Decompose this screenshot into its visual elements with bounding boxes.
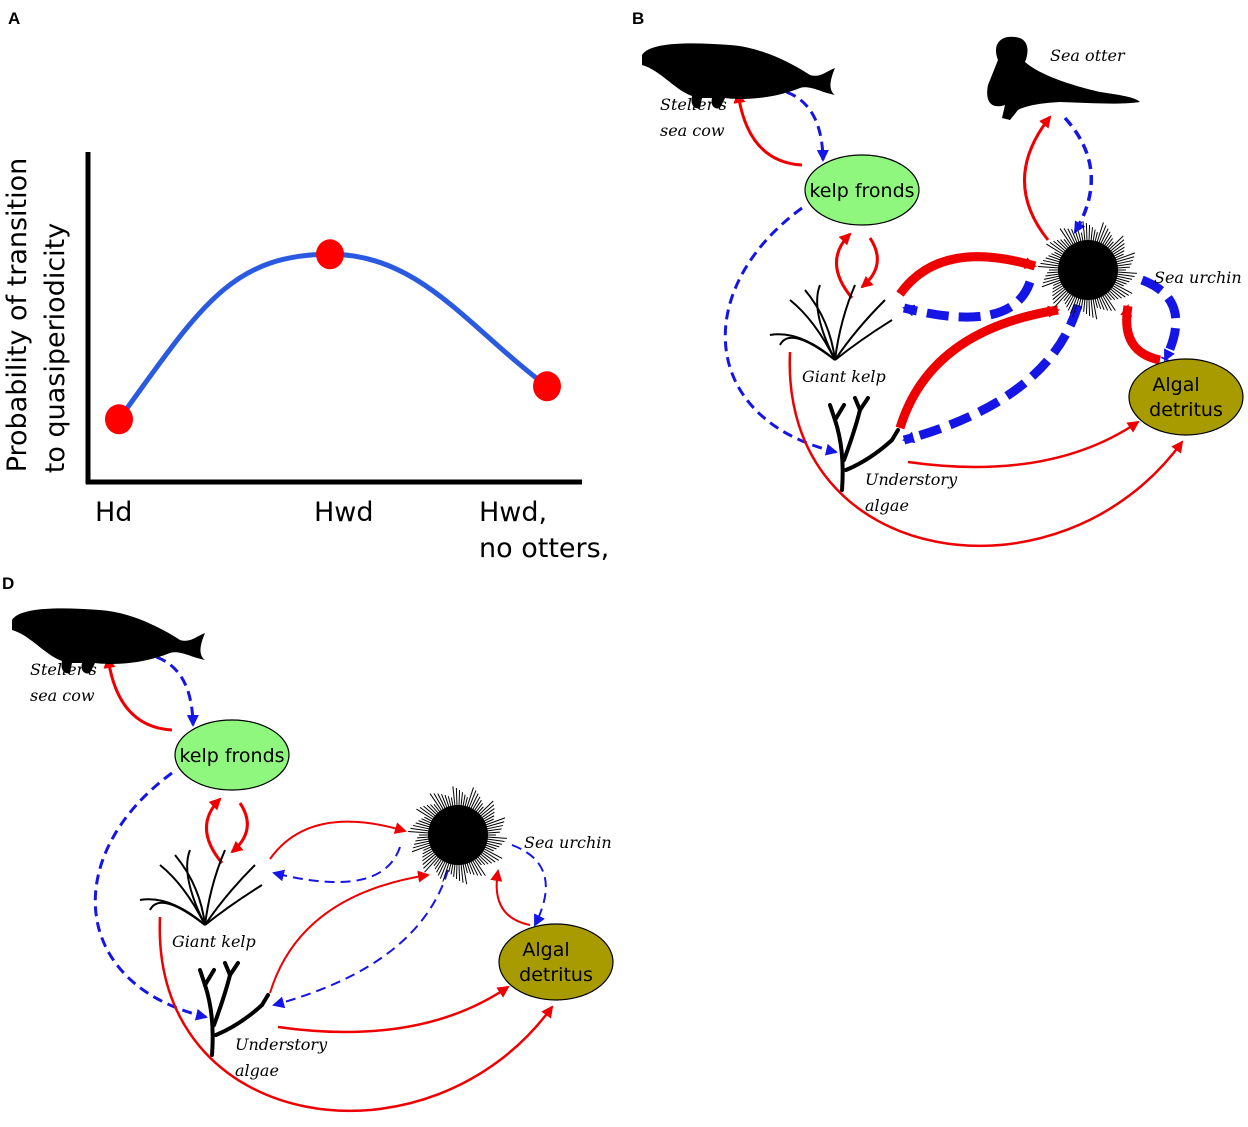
y-axis-label-line2: to quasiperiodicity (40, 223, 71, 473)
kelp-fronds-node (804, 154, 920, 226)
sea-otter-label: Sea otter (1050, 46, 1126, 65)
edge-understory-to-detritus (907, 420, 1140, 469)
edge-kelp-to-understory (93, 771, 208, 1021)
x-tick-label: Hd (95, 497, 132, 528)
edge-understory-to-urchin (269, 870, 430, 994)
edge-kelpfronds-to-giantkelp (860, 237, 879, 289)
edge-giantkelp-to-detritus (158, 916, 554, 1113)
sea-otter-silhouette-icon (987, 36, 1140, 120)
detritus-label-1: Algal (522, 939, 569, 961)
understory-label-1: Understory (235, 1035, 328, 1054)
panel-a: A Probability of transition to quasiperi… (2, 9, 609, 564)
edge-detritus-to-urchin (490, 869, 531, 926)
data-point-0 (105, 404, 133, 435)
edge-understory-to-urchin (895, 305, 1060, 430)
sea-cow-silhouette-icon (642, 43, 835, 109)
edge-urchin-to-detritus (511, 844, 547, 927)
x-tick-label: Hwd, (479, 497, 547, 528)
edge-giantkelp-to-kelpfronds (835, 232, 854, 299)
understory-algae-icon (198, 961, 270, 1057)
edge-kelpfronds-to-giantkelp (230, 802, 249, 854)
giant-kelp-label: Giant kelp (802, 367, 886, 386)
edge-urchin-to-giantkelp (272, 846, 401, 884)
edge-kelp-to-understory (723, 206, 838, 456)
edge-urchin-to-understory (902, 303, 1083, 445)
sea-urchin-icon (408, 786, 507, 885)
edge-giantkelp-to-detritus (788, 351, 1184, 548)
kelp-fronds-node (174, 719, 290, 791)
sea-cow-label-1: Steller's (30, 660, 97, 679)
kelp-fronds-label: kelp fronds (809, 180, 914, 202)
edge-seacow-to-kelp (754, 86, 829, 162)
x-tick-label: Hwd (314, 497, 374, 528)
edge-giantkelp-to-urchin (896, 252, 1037, 297)
panel-letter: B (632, 9, 644, 28)
x-tick-label: no otters, (479, 533, 609, 564)
algal-detritus-node (498, 923, 614, 1001)
edge-otter-to-urchin (1063, 116, 1093, 234)
y-axis-label-line1: Probability of transition (2, 158, 33, 473)
panel-letter-a: A (8, 9, 20, 28)
sea-urchin-label: Sea urchin (1154, 268, 1242, 287)
edge-seacow-to-kelp (124, 651, 199, 727)
understory-label-1: Understory (865, 470, 958, 489)
understory-label-2: algae (865, 496, 909, 515)
edge-detritus-to-urchin (1120, 304, 1162, 365)
detritus-label-1: Algal (1152, 374, 1199, 396)
giant-kelp-icon (769, 284, 893, 361)
data-point-2 (533, 371, 561, 402)
series-line (116, 251, 549, 421)
sea-urchin-label: Sea urchin (524, 833, 612, 852)
giant-kelp-label: Giant kelp (172, 932, 256, 951)
edge-giantkelp-to-kelpfronds (205, 797, 224, 864)
edge-understory-to-detritus (277, 985, 510, 1034)
understory-algae-icon (828, 396, 900, 492)
edge-kelp-to-seacow (103, 656, 173, 732)
edge-giantkelp-to-urchin (269, 820, 407, 860)
panel-b: B Steller's sea cow kelp fronds Sea otterSea… (632, 9, 1244, 548)
sea-cow-label-1: Steller's (660, 95, 727, 114)
sea-cow-silhouette-icon (12, 608, 205, 674)
kelp-fronds-label: kelp fronds (179, 745, 284, 767)
edge-urchin-to-detritus (1140, 275, 1181, 363)
detritus-label-2: detritus (1149, 399, 1223, 421)
edge-urchin-to-giantkelp (902, 280, 1035, 322)
giant-kelp-icon (139, 849, 263, 926)
edge-urchin-to-understory (272, 869, 449, 1009)
edge-kelp-to-seacow (733, 91, 803, 167)
understory-label-2: algae (235, 1061, 279, 1080)
sea-cow-label-2: sea cow (660, 121, 725, 140)
sea-urchin-icon (1038, 221, 1137, 320)
panel-letter: D (2, 574, 14, 593)
algal-detritus-node (1128, 358, 1244, 436)
edge-urchin-to-otter (1023, 115, 1052, 241)
data-point-1 (316, 239, 344, 270)
detritus-label-2: detritus (519, 964, 593, 986)
sea-cow-label-2: sea cow (30, 686, 95, 705)
